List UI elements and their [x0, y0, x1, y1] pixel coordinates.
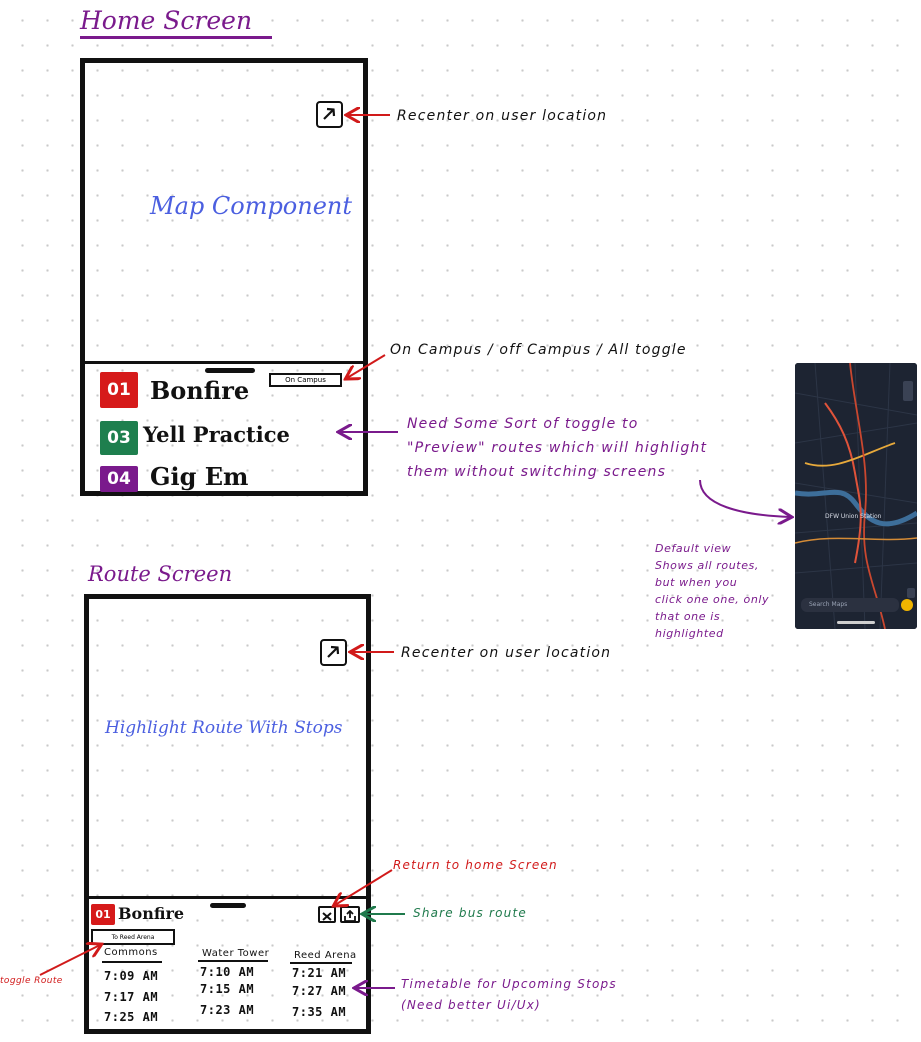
reference-map-screenshot: DFW Union Station Search Maps	[795, 363, 917, 629]
home-recenter-button[interactable]	[316, 101, 343, 128]
time-cell: 7:10 AM	[200, 965, 255, 979]
reference-map-graphic	[795, 363, 917, 629]
route-recenter-button[interactable]	[320, 639, 347, 666]
route-01-badge[interactable]: 01	[100, 372, 138, 408]
share-route-note: Share bus route	[413, 906, 527, 920]
route-sheet-divider	[89, 896, 366, 899]
campus-toggle[interactable]: On Campus	[269, 373, 342, 387]
route-map-highlight-label: Highlight Route With Stops	[105, 718, 343, 738]
home-sheet-divider	[85, 361, 363, 364]
route-phone-frame	[84, 594, 371, 1034]
route-03-name[interactable]: Yell Practice	[143, 422, 290, 447]
stop-header-rule	[290, 962, 352, 964]
reference-default-view-note: Default view Shows all routes, but when …	[655, 542, 770, 640]
stop-header-rule	[198, 960, 268, 962]
route-screen-badge: 01	[91, 904, 115, 925]
route-sheet-handle[interactable]	[210, 903, 246, 908]
time-cell: 7:17 AM	[104, 990, 159, 1004]
stop-header-rule	[102, 961, 162, 963]
time-cell: 7:23 AM	[200, 1003, 255, 1017]
route-04-name[interactable]: Gig Em	[150, 462, 249, 491]
home-recenter-note: Recenter on user location	[397, 108, 608, 124]
route-01-name[interactable]: Bonfire	[150, 376, 250, 405]
return-home-note: Return to home Screen	[393, 858, 558, 872]
toggle-route-note: toggle Route	[0, 976, 63, 986]
time-cell: 7:09 AM	[104, 969, 159, 983]
timetable-note: Timetable for Upcoming Stops (Need bette…	[401, 977, 617, 1012]
direction-toggle[interactable]: To Reed Arena	[91, 929, 175, 945]
time-cell: 7:15 AM	[200, 982, 255, 996]
route-recenter-note: Recenter on user location	[401, 645, 612, 661]
arrow-reference	[699, 479, 790, 517]
route-recenter-arrow-icon	[327, 645, 340, 658]
home-map-component-label: Map Component	[150, 192, 353, 220]
home-sheet-handle[interactable]	[205, 368, 255, 373]
reference-search-placeholder: Search Maps	[809, 601, 848, 608]
time-cell: 7:35 AM	[292, 1005, 347, 1019]
stop-header-water-tower: Water Tower	[202, 948, 270, 959]
time-cell: 7:27 AM	[292, 984, 347, 998]
home-recenter-arrow-icon	[323, 107, 336, 120]
share-route-button[interactable]	[340, 906, 360, 923]
home-preview-note: Need Some Sort of toggle to "Preview" ro…	[407, 416, 708, 480]
share-icon	[344, 909, 356, 922]
home-screen-title-underline	[80, 36, 272, 39]
route-screen-route-name: Bonfire	[118, 904, 185, 923]
close-icon	[322, 912, 332, 921]
stop-header-reed-arena: Reed Arena	[294, 950, 357, 961]
home-phone-frame	[80, 58, 368, 496]
route-screen-title: Route Screen	[88, 562, 233, 586]
reference-station-label: DFW Union Station	[825, 513, 882, 520]
route-04-badge[interactable]: 04	[100, 466, 138, 492]
home-screen-title: Home Screen	[80, 6, 253, 35]
route-03-badge[interactable]: 03	[100, 421, 138, 455]
time-cell: 7:25 AM	[104, 1010, 159, 1024]
stop-header-commons: Commons	[104, 947, 158, 958]
return-home-button[interactable]	[318, 906, 336, 923]
home-toggle-note: On Campus / off Campus / All toggle	[390, 342, 687, 358]
time-cell: 7:21 AM	[292, 966, 347, 980]
